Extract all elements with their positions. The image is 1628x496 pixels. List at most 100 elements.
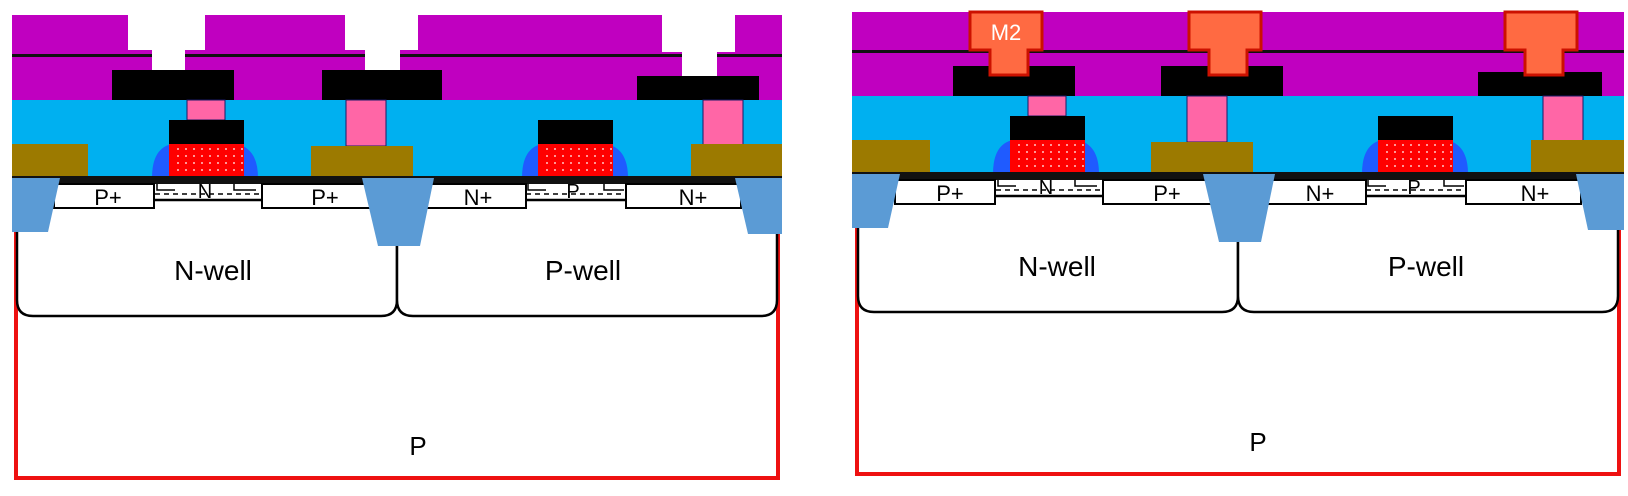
poly-speckle — [1058, 144, 1060, 146]
gate-poly — [1378, 140, 1453, 174]
contact-plug — [1027, 95, 1067, 117]
poly-speckle — [1450, 151, 1452, 153]
poly-speckle — [1426, 144, 1428, 146]
poly-speckle — [1074, 165, 1076, 167]
gate-metal-cap — [169, 120, 244, 144]
poly-speckle — [1082, 144, 1084, 146]
metal1-line — [637, 76, 759, 100]
poly-speckle — [1074, 144, 1076, 146]
poly-speckle — [1066, 158, 1068, 160]
poly-speckle — [225, 148, 227, 150]
poly-speckle — [1410, 165, 1412, 167]
poly-speckle — [1402, 144, 1404, 146]
poly-speckle — [217, 148, 219, 150]
poly-speckle — [1410, 144, 1412, 146]
metal2-via — [1503, 10, 1579, 77]
poly-speckle — [1018, 151, 1020, 153]
sti-isolation — [1203, 174, 1275, 242]
pmos-channel-label: P — [1407, 177, 1420, 199]
poly-speckle — [1394, 151, 1396, 153]
poly-speckle — [562, 162, 564, 164]
poly-speckle — [233, 169, 235, 171]
ldd-extension — [156, 184, 175, 191]
poly-speckle — [1402, 158, 1404, 160]
contact-plug — [1542, 95, 1584, 143]
poly-speckle — [1394, 158, 1396, 160]
poly-speckle — [225, 162, 227, 164]
sti-isolation — [362, 178, 434, 246]
substrate-label: P — [409, 431, 426, 461]
gate-metal-cap — [1010, 116, 1085, 140]
pmos-source-label: N+ — [464, 185, 493, 210]
source-drain-diffusion — [625, 183, 742, 209]
via-notch — [128, 15, 205, 72]
nmos-source-label: P+ — [936, 181, 964, 206]
silicide-pad — [12, 144, 88, 176]
poly-speckle — [578, 148, 580, 150]
poly-speckle — [546, 162, 548, 164]
poly-speckle — [1450, 144, 1452, 146]
ldd-extension — [1443, 180, 1464, 187]
poly-speckle — [209, 155, 211, 157]
poly-speckle — [586, 162, 588, 164]
poly-speckle — [1074, 158, 1076, 160]
poly-speckle — [1434, 158, 1436, 160]
poly-speckle — [1426, 158, 1428, 160]
poly-speckle — [1034, 151, 1036, 153]
nmos-channel-label: N — [198, 181, 212, 203]
poly-speckle — [1066, 151, 1068, 153]
contact-plug — [702, 99, 744, 147]
poly-speckle — [193, 155, 195, 157]
poly-speckle — [578, 155, 580, 157]
poly-speckle — [1434, 144, 1436, 146]
silicide-pad — [1531, 140, 1624, 172]
poly-speckle — [586, 169, 588, 171]
poly-speckle — [233, 155, 235, 157]
poly-speckle — [177, 148, 179, 150]
poly-speckle — [241, 162, 243, 164]
panel-left-cross-section: P N-well P-well — [12, 15, 782, 480]
poly-speckle — [1074, 151, 1076, 153]
gate-metal-cap — [538, 120, 613, 144]
source-drain-diffusion — [894, 179, 996, 205]
poly-speckle — [1026, 144, 1028, 146]
pwell-label: P-well — [545, 255, 621, 286]
poly-speckle — [602, 162, 604, 164]
poly-speckle — [602, 155, 604, 157]
source-drain-diffusion — [261, 183, 373, 209]
p-well — [395, 198, 779, 318]
poly-speckle — [610, 148, 612, 150]
nwell-label: N-well — [174, 255, 252, 286]
silicide-pad — [1151, 142, 1253, 174]
poly-speckle — [1386, 151, 1388, 153]
sti-isolation — [12, 178, 60, 232]
poly-speckle — [225, 169, 227, 171]
poly-speckle — [1426, 151, 1428, 153]
poly-speckle — [177, 162, 179, 164]
poly-speckle — [1066, 144, 1068, 146]
contact-plug — [186, 99, 226, 121]
poly-speckle — [1082, 165, 1084, 167]
poly-speckle — [225, 155, 227, 157]
poly-speckle — [177, 155, 179, 157]
poly-speckle — [193, 169, 195, 171]
metal2-via — [968, 10, 1044, 77]
silicide-pad — [691, 144, 782, 176]
poly-speckle — [1042, 151, 1044, 153]
imd-layer-top — [12, 15, 782, 58]
metal1-line — [322, 70, 442, 100]
poly-speckle — [586, 155, 588, 157]
poly-speckle — [1042, 165, 1044, 167]
poly-speckle — [1402, 151, 1404, 153]
poly-speckle — [1410, 158, 1412, 160]
poly-speckle — [185, 148, 187, 150]
p-well — [1236, 194, 1620, 314]
poly-speckle — [1026, 151, 1028, 153]
poly-speckle — [562, 148, 564, 150]
poly-speckle — [233, 148, 235, 150]
poly-speckle — [610, 155, 612, 157]
via-notch — [662, 15, 735, 78]
poly-speckle — [610, 169, 612, 171]
poly-speckle — [594, 148, 596, 150]
